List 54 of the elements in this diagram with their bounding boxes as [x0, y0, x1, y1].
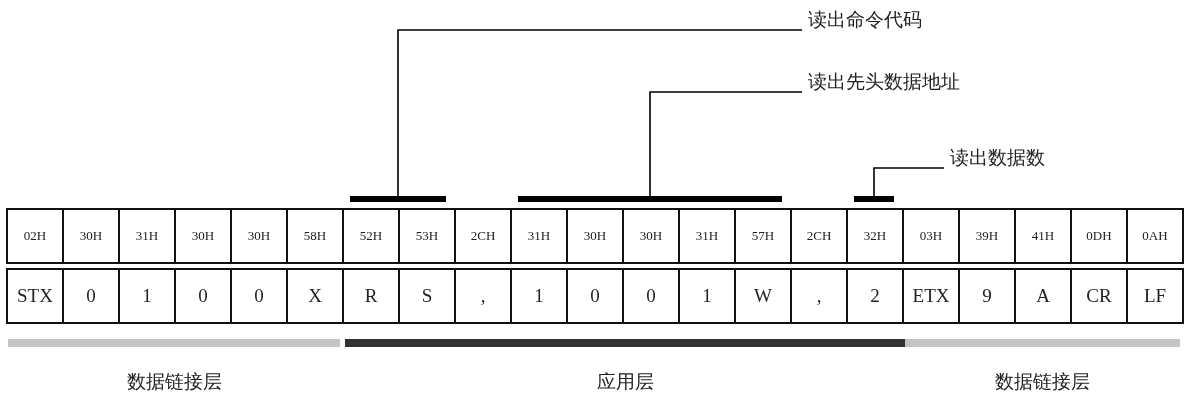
- character-cell: STX: [6, 268, 64, 324]
- hex-code-cell: 31H: [678, 208, 736, 264]
- character-cell: LF: [1126, 268, 1184, 324]
- layer-label: 数据链接层: [126, 370, 222, 394]
- leader-line: [649, 91, 803, 197]
- hex-code-cell: 31H: [118, 208, 176, 264]
- bracket-bar: [854, 196, 894, 202]
- character-cell: ,: [454, 268, 512, 324]
- layer-label: 数据链接层: [995, 370, 1090, 394]
- character-cell: 0: [230, 268, 288, 324]
- hex-code-cell: 52H: [342, 208, 400, 264]
- hex-code-cell: 41H: [1014, 208, 1072, 264]
- character-cell: 0: [62, 268, 120, 324]
- character-cell: A: [1014, 268, 1072, 324]
- hex-code-cell: 53H: [398, 208, 456, 264]
- hex-code-cell: 03H: [902, 208, 960, 264]
- character-cell: ETX: [902, 268, 960, 324]
- bracket-bar: [518, 196, 782, 202]
- layer-label: 应用层: [596, 370, 654, 394]
- character-cell: ,: [790, 268, 848, 324]
- character-cell: CR: [1070, 268, 1128, 324]
- character-cell: 1: [678, 268, 736, 324]
- hex-code-cell: 0DH: [1070, 208, 1128, 264]
- hex-code-cell: 30H: [62, 208, 120, 264]
- character-cell: 0: [622, 268, 680, 324]
- bracket-bar: [350, 196, 446, 202]
- character-cell: 2: [846, 268, 904, 324]
- hex-code-cell: 02H: [6, 208, 64, 264]
- character-cell: 0: [174, 268, 232, 324]
- character-cell: W: [734, 268, 792, 324]
- hex-code-cell: 30H: [174, 208, 232, 264]
- hex-code-cell: 30H: [566, 208, 624, 264]
- hex-code-cell: 32H: [846, 208, 904, 264]
- hex-code-cell: 58H: [286, 208, 344, 264]
- callout-text: 读出数据数: [950, 146, 1045, 170]
- leader-line: [397, 29, 803, 197]
- callout-text: 读出先头数据地址: [808, 70, 960, 94]
- character-cell: 0: [566, 268, 624, 324]
- character-cell: 9: [958, 268, 1016, 324]
- hex-code-cell: 0AH: [1126, 208, 1184, 264]
- character-cell: 1: [118, 268, 176, 324]
- character-cell: R: [342, 268, 400, 324]
- hex-code-cell: 31H: [510, 208, 568, 264]
- callout-text: 读出命令代码: [808, 8, 922, 32]
- hex-code-cell: 39H: [958, 208, 1016, 264]
- leader-line: [873, 167, 945, 197]
- character-cell: S: [398, 268, 456, 324]
- character-cell: X: [286, 268, 344, 324]
- hex-code-cell: 30H: [230, 208, 288, 264]
- hex-code-cell: 2CH: [454, 208, 512, 264]
- hex-code-cell: 2CH: [790, 208, 848, 264]
- hex-code-cell: 57H: [734, 208, 792, 264]
- character-cell: 1: [510, 268, 568, 324]
- hex-code-cell: 30H: [622, 208, 680, 264]
